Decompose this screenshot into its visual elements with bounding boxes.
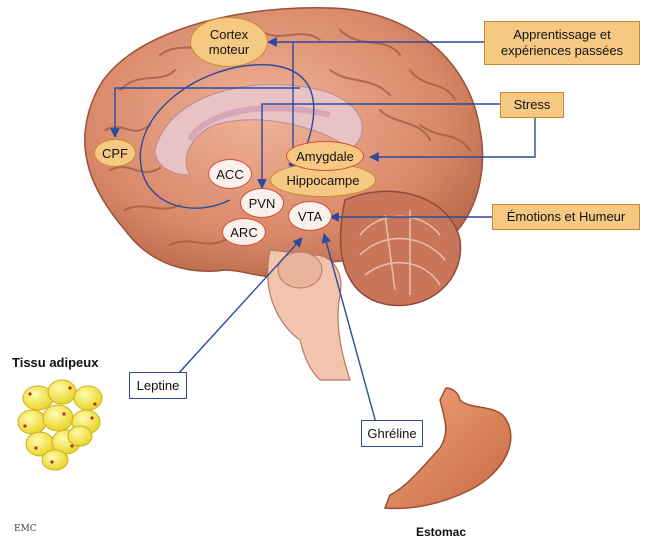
box-stress: Stress — [500, 92, 564, 118]
stomach-illustration — [385, 388, 511, 508]
node-cpf: CPF — [94, 139, 136, 167]
node-arc: ARC — [222, 218, 266, 246]
node-amygdale: Amygdale — [286, 141, 364, 171]
node-pvn: PVN — [240, 188, 284, 218]
label-estomac: Estomac — [416, 525, 466, 539]
node-acc: ACC — [208, 159, 252, 189]
box-leptine: Leptine — [129, 372, 187, 399]
fat-tissue-illustration — [18, 380, 102, 470]
box-ghreline: Ghréline — [361, 420, 423, 447]
label-tissu-adipeux: Tissu adipeux — [12, 355, 98, 370]
node-cortex-moteur: Cortex moteur — [190, 17, 268, 67]
logo-emc: EMC — [14, 524, 37, 534]
box-apprentissage: Apprentissage et expériences passées — [484, 21, 640, 65]
box-emotions: Émotions et Humeur — [492, 204, 640, 230]
node-vta: VTA — [288, 201, 332, 231]
